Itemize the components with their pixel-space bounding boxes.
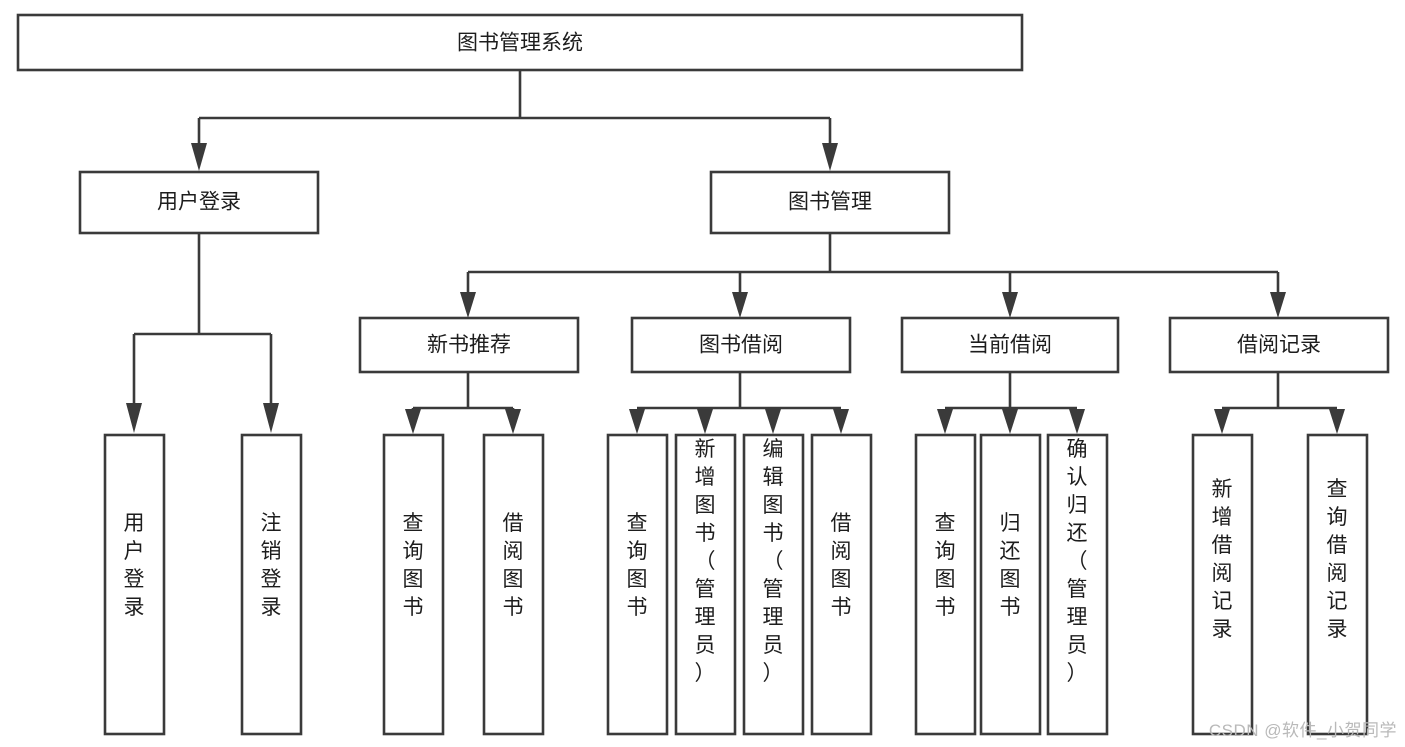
node-book-management-box[interactable] [709,170,951,235]
node-user-login-label: 用户登录 [157,191,241,214]
leaf-current-borrow-3-label: 确认归还（管理员） [1067,438,1088,685]
node-root-box[interactable] [16,13,1024,72]
leaf-book-borrow-1[interactable]: 查询图书 [606,433,669,736]
leaf-book-borrow-3-label: 编辑图书（管理员） [763,438,784,685]
arrow-head-leaf-book-borrow-2 [697,409,713,434]
leaf-book-borrow-3[interactable]: 编辑图书（管理员） [742,433,805,736]
node-current-borrow-box[interactable] [900,316,1120,374]
node-current-borrow-label: 当前借阅 [968,334,1052,357]
leaf-borrow-record-2[interactable]: 查询借阅记录 [1306,433,1369,736]
leaf-current-borrow-1[interactable]: 查询图书 [914,433,977,736]
leaf-book-borrow-4-box[interactable] [810,433,873,736]
leaf-user-login-1-label: 用户登录 [124,512,145,619]
arrow-head-leaf-user-login-1 [126,403,142,433]
arrow-head-leaf-new-book-1 [405,409,421,434]
connector-group-borrow-record [1214,372,1345,434]
connector-group-book-mgmt [460,233,1286,318]
arrow-head-borrow-record [1270,292,1286,318]
leaf-current-borrow-1-box[interactable] [914,433,977,736]
leaf-book-borrow-4-label: 借阅图书 [831,512,852,619]
arrow-head-user-login [191,143,207,171]
node-root-label: 图书管理系统 [457,32,583,55]
arrow-head-leaf-new-book-2 [505,409,521,434]
csdn-watermark: CSDN @软件_小贺同学 [1208,721,1397,740]
leaf-book-borrow-4[interactable]: 借阅图书 [810,433,873,736]
node-borrow-record-label: 借阅记录 [1237,334,1321,357]
leaf-borrow-record-2-label: 查询借阅记录 [1327,478,1348,641]
leaf-new-book-2[interactable]: 借阅图书 [482,433,545,736]
arrow-head-leaf-current-borrow-1 [937,409,953,434]
node-current-borrow[interactable]: 当前借阅 [900,316,1120,374]
node-new-book-recommend[interactable]: 新书推荐 [358,316,580,374]
leaf-book-borrow-2-label: 新增图书（管理员） [695,438,716,685]
leaf-book-borrow-1-label: 查询图书 [627,512,648,619]
arrow-head-leaf-borrow-record-1 [1214,409,1230,434]
connector-group-user-login [126,233,279,433]
leaf-borrow-record-2-box[interactable] [1306,433,1369,736]
leaf-new-book-1-box[interactable] [382,433,445,736]
node-book-borrow-box[interactable] [630,316,852,374]
leaf-user-login-1[interactable]: 用户登录 [103,433,166,736]
node-book-management[interactable]: 图书管理 [709,170,951,235]
leaf-book-borrow-3-box[interactable] [742,433,805,736]
node-new-book-recommend-label: 新书推荐 [427,334,511,357]
arrow-head-leaf-borrow-record-2 [1329,409,1345,434]
arrow-head-leaf-current-borrow-2 [1002,409,1018,434]
node-borrow-record[interactable]: 借阅记录 [1168,316,1390,374]
leaf-book-borrow-1-box[interactable] [606,433,669,736]
leaf-borrow-record-1-box[interactable] [1191,433,1254,736]
arrow-head-book-mgmt [822,143,838,171]
leaf-new-book-1[interactable]: 查询图书 [382,433,445,736]
leaf-user-login-2-box[interactable] [240,433,303,736]
arrow-head-leaf-user-login-2 [263,403,279,433]
leaf-user-login-2[interactable]: 注销登录 [240,433,303,736]
leaf-current-borrow-2-box[interactable] [979,433,1042,736]
leaf-new-book-1-label: 查询图书 [403,512,424,619]
leaf-borrow-record-1[interactable]: 新增借阅记录 [1191,433,1254,736]
node-root[interactable]: 图书管理系统 [16,13,1024,72]
leaf-user-login-1-box[interactable] [103,433,166,736]
arrow-head-leaf-book-borrow-4 [833,409,849,434]
arrow-head-leaf-book-borrow-3 [765,409,781,434]
leaf-current-borrow-3[interactable]: 确认归还（管理员） [1046,433,1109,736]
node-user-login-box[interactable] [78,170,320,235]
leaf-new-book-2-label: 借阅图书 [503,512,524,619]
leaf-user-login-2-label: 注销登录 [261,512,282,619]
leaf-current-borrow-1-label: 查询图书 [935,512,956,619]
connector-group-root [191,70,838,171]
leaf-current-borrow-2-label: 归还图书 [1000,512,1021,619]
leaf-book-borrow-2-box[interactable] [674,433,737,736]
node-book-management-label: 图书管理 [788,191,872,214]
leaf-book-borrow-2[interactable]: 新增图书（管理员） [674,433,737,736]
arrow-head-leaf-book-borrow-1 [629,409,645,434]
arrow-head-new-book [460,292,476,318]
leaf-new-book-2-box[interactable] [482,433,545,736]
node-user-login[interactable]: 用户登录 [78,170,320,235]
connector-group-new-book [405,372,521,434]
connector-group-book-borrow [629,372,849,434]
leaf-current-borrow-2[interactable]: 归还图书 [979,433,1042,736]
node-borrow-record-box[interactable] [1168,316,1390,374]
node-book-borrow[interactable]: 图书借阅 [630,316,852,374]
connector-group-current-borrow [937,372,1085,434]
leaf-current-borrow-3-box[interactable] [1046,433,1109,736]
arrow-head-book-borrow [732,292,748,318]
leaf-borrow-record-1-label: 新增借阅记录 [1212,478,1233,641]
node-book-borrow-label: 图书借阅 [699,334,783,357]
node-new-book-recommend-box[interactable] [358,316,580,374]
arrow-head-current-borrow [1002,292,1018,318]
arrow-head-leaf-current-borrow-3 [1069,409,1085,434]
